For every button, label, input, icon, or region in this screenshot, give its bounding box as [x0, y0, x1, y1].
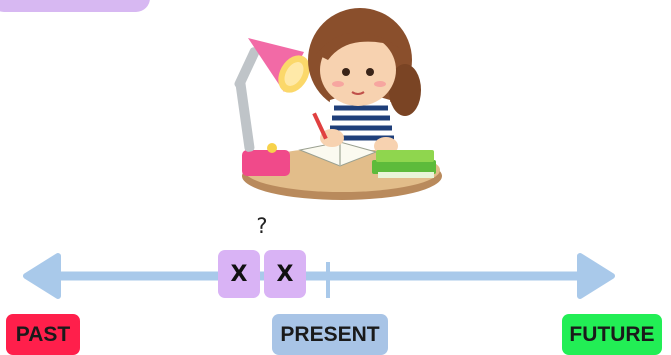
future-label: FUTURE: [562, 314, 662, 355]
present-label: PRESENT: [272, 314, 388, 355]
question-mark: ?: [252, 214, 272, 238]
girl-studying-illustration: [200, 0, 460, 210]
x-marker-1: X: [218, 250, 260, 298]
top-tab-decoration: [0, 0, 150, 12]
x-marker-2: X: [264, 250, 306, 298]
timeline-arrow: [0, 240, 671, 320]
past-label: PAST: [6, 314, 80, 355]
